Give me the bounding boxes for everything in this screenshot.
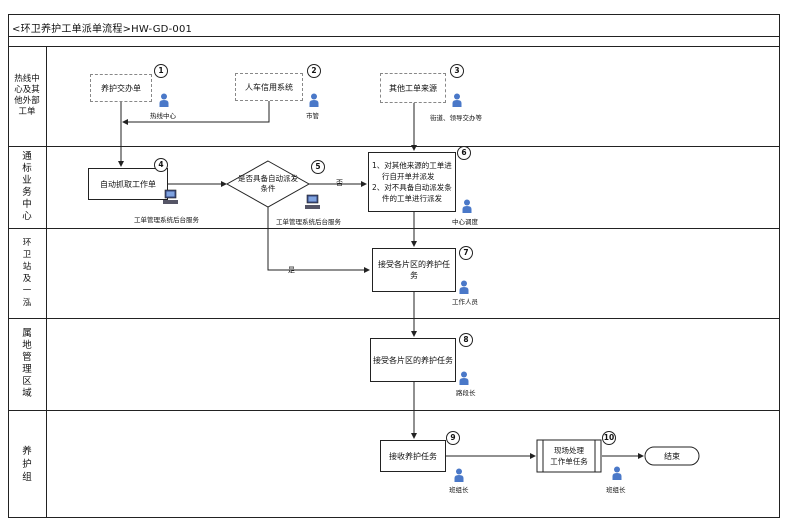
- step-number: 10: [602, 431, 616, 445]
- edge-label-no: 否: [336, 179, 343, 187]
- person-icon: [454, 468, 464, 482]
- step-number: 7: [459, 246, 473, 260]
- role-label: 工单管理系统后台服务: [276, 218, 341, 226]
- lane-divider: [46, 46, 47, 518]
- step-number: 3: [450, 64, 464, 78]
- role-label: 市管: [306, 112, 319, 120]
- role-label: 工作人员: [452, 298, 478, 306]
- divider: [8, 46, 780, 47]
- computer-icon: [305, 194, 321, 210]
- role-label: 班组长: [449, 486, 469, 494]
- flowchart-frame: [8, 14, 780, 518]
- edge-n5-n7: [267, 204, 370, 273]
- step-number: 4: [154, 158, 168, 172]
- step-number: 5: [311, 160, 325, 174]
- person-icon: [459, 280, 469, 294]
- role-label: 工单管理系统后台服务: [134, 216, 199, 224]
- end-terminator: [644, 446, 700, 466]
- node-receive-task-team: 接收养护任务: [380, 440, 446, 472]
- node-auto-fetch: 自动抓取工作单: [88, 168, 168, 200]
- decision-diamond: [225, 160, 311, 208]
- lane-business-center: 通标业务中心: [22, 151, 32, 222]
- divider: [8, 318, 780, 319]
- step-number: 8: [459, 333, 473, 347]
- step-number: 9: [446, 431, 460, 445]
- person-icon: [612, 466, 622, 480]
- lane-maintenance-team: 养护组: [22, 445, 32, 483]
- computer-icon: [163, 189, 179, 205]
- node-receive-task-station: 接受各片区的养护任务: [372, 248, 456, 292]
- divider: [8, 36, 780, 37]
- end-label: 结束: [664, 451, 680, 461]
- node-receive-task-area: 接受各片区的养护任务: [370, 338, 456, 382]
- role-label: 路段长: [456, 389, 476, 397]
- step-number: 1: [154, 64, 168, 78]
- lane-sanitation-station: 环卫站及一泓: [22, 238, 32, 308]
- node-other-sources: 其他工单来源: [380, 73, 446, 103]
- edge-label-yes: 是: [288, 266, 295, 274]
- lane-hotline: 热线中心及其他外部工单: [14, 74, 40, 117]
- role-label: 街道、领导交办等: [430, 114, 482, 122]
- person-icon: [459, 371, 469, 385]
- divider: [8, 410, 780, 411]
- person-icon: [309, 93, 319, 107]
- role-label: 班组长: [606, 486, 626, 494]
- edge-n2-n4: [122, 101, 270, 125]
- lane-local-management: 属地管理区域: [22, 328, 32, 399]
- page-title: <环卫养护工单派单流程>HW-GD-001: [12, 24, 193, 35]
- person-icon: [452, 93, 462, 107]
- role-label: 中心调度: [452, 218, 478, 226]
- node-auto-dispatch-check: 是否具备自动派发条件: [238, 174, 298, 193]
- step-number: 6: [457, 146, 471, 160]
- node-onsite-handling: 现场处理工作单任务: [550, 446, 588, 466]
- role-label: 热线中心: [150, 112, 176, 120]
- divider: [8, 146, 780, 147]
- n10-box: [536, 439, 602, 473]
- node-maintenance-order: 养护交办单: [90, 74, 152, 102]
- divider: [8, 228, 780, 229]
- step-number: 2: [307, 64, 321, 78]
- node-credit-system: 人车信用系统: [235, 73, 303, 101]
- person-icon: [159, 93, 169, 107]
- person-icon: [462, 199, 472, 213]
